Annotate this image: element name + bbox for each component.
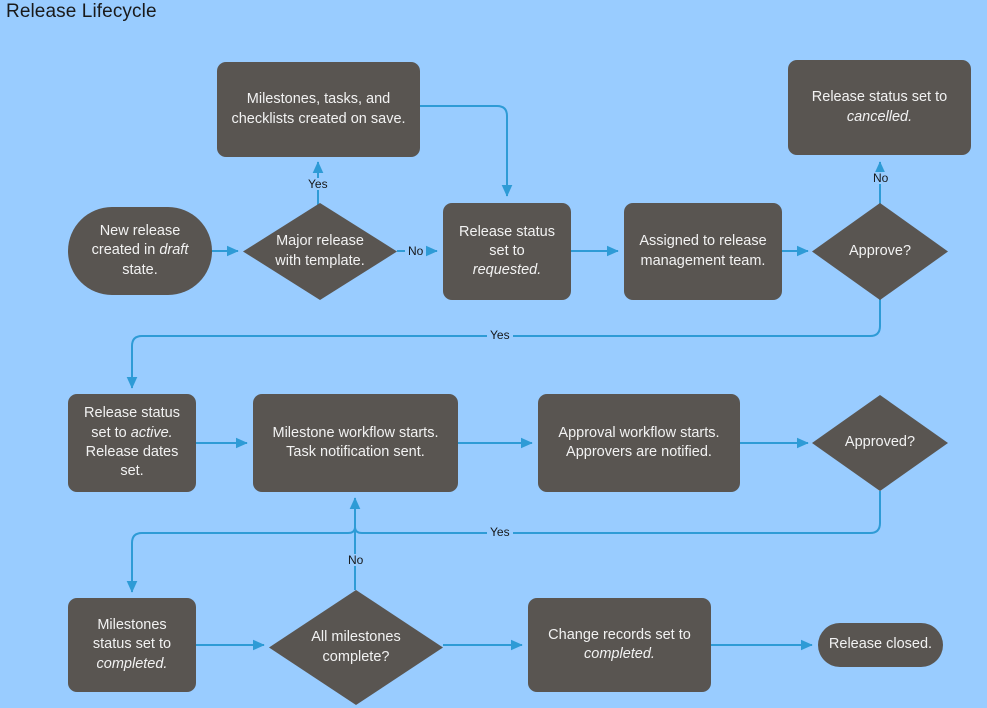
node-label: Release status set to cancelled. — [811, 89, 948, 125]
node-label: Approval workflow starts. Approvers are … — [558, 424, 720, 460]
page-title: Release Lifecycle — [6, 1, 157, 22]
edge-label-major-yes: Yes — [305, 178, 331, 190]
edge-label-all-milestones-no: No — [345, 554, 367, 566]
edge-milestones-to-requested — [420, 105, 513, 197]
node-approve[interactable]: Approve? — [812, 203, 948, 300]
node-active[interactable]: Release status set to active. Release da… — [68, 394, 196, 492]
node-milestone-workflow[interactable]: Milestone workflow starts. Task notifica… — [253, 394, 458, 492]
node-label: Major release with template. — [275, 233, 365, 269]
node-cancelled[interactable]: Release status set to cancelled. — [788, 60, 971, 155]
node-release-closed[interactable]: Release closed. — [818, 623, 943, 667]
node-approval-workflow[interactable]: Approval workflow starts. Approvers are … — [538, 394, 740, 492]
edge-approved-yes-seg1 — [362, 491, 881, 534]
node-label: Approved? — [844, 434, 916, 451]
node-label: Milestones, tasks, and checklists create… — [231, 91, 406, 127]
node-label: Assigned to release management team. — [639, 233, 767, 269]
node-label: Change records set to completed. — [548, 626, 691, 662]
node-label: Release status set to active. Release da… — [84, 405, 180, 480]
node-label: New release created in draft state. — [91, 223, 189, 278]
edge-label-approve-yes: Yes — [487, 329, 513, 341]
node-new-release[interactable]: New release created in draft state. — [68, 207, 212, 295]
node-major-release[interactable]: Major release with template. — [243, 203, 397, 300]
node-label: All milestones complete? — [311, 629, 401, 665]
node-label: Milestone workflow starts. Task notifica… — [272, 424, 439, 460]
node-label: Milestones status set to completed. — [92, 617, 172, 672]
node-approved[interactable]: Approved? — [812, 395, 948, 491]
node-assigned[interactable]: Assigned to release management team. — [624, 203, 782, 300]
node-label: Approve? — [848, 242, 912, 259]
edge-label-approved-yes: Yes — [487, 526, 513, 538]
node-requested[interactable]: Release status set to requested. — [443, 203, 571, 300]
edge-approved-yes-seg2 — [126, 532, 348, 593]
edge-approved-yes-jump — [347, 526, 363, 534]
edge-approve-yes-to-active — [126, 299, 881, 389]
node-milestones-created[interactable]: Milestones, tasks, and checklists create… — [217, 62, 420, 157]
node-change-records[interactable]: Change records set to completed. — [528, 598, 711, 692]
node-all-milestones[interactable]: All milestones complete? — [269, 590, 443, 705]
node-milestones-completed[interactable]: Milestones status set to completed. — [68, 598, 196, 692]
node-label: Release closed. — [828, 636, 933, 653]
node-label: Release status set to requested. — [459, 223, 555, 279]
edge-label-approve-no: No — [870, 172, 892, 184]
edge-label-major-no: No — [405, 245, 427, 257]
